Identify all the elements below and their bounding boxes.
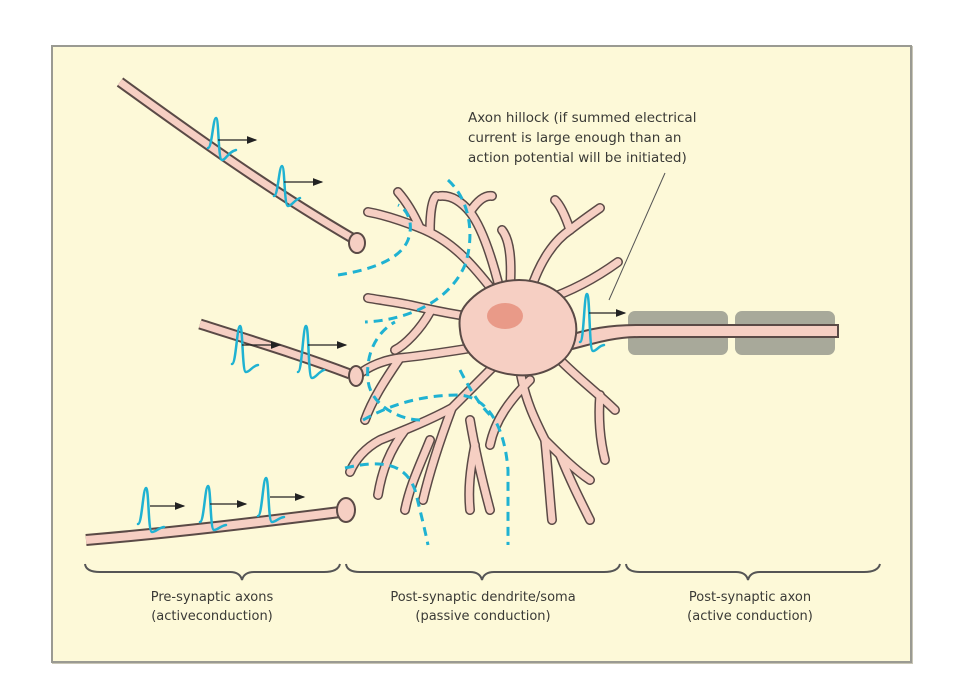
action-potential-spike xyxy=(198,484,228,532)
action-potential-spike xyxy=(230,324,260,374)
action-potentials xyxy=(136,116,606,534)
brace-dendrite-soma xyxy=(345,563,621,581)
axon-terminal xyxy=(348,232,366,254)
nucleus xyxy=(487,303,523,329)
region-subtitle: (activeconduction) xyxy=(151,609,273,624)
region-subtitle: (active conduction) xyxy=(687,609,813,624)
action-potential-spike xyxy=(136,486,166,534)
annotation-leader-line xyxy=(608,172,666,301)
axon-terminal xyxy=(348,365,364,387)
annotation-line: Axon hillock (if summed electrical xyxy=(468,110,696,126)
brace-post-synaptic-axon xyxy=(625,563,881,581)
brace-pre-synaptic xyxy=(84,563,341,581)
conduction-arrows xyxy=(150,136,627,510)
action-potential-spike xyxy=(256,476,286,524)
annotation-line: current is large enough than an xyxy=(468,130,681,146)
region-title: Post-synaptic dendrite/soma xyxy=(390,590,575,605)
region-braces xyxy=(84,563,881,581)
action-potential-spike xyxy=(296,324,326,380)
action-potential-spike xyxy=(272,164,302,208)
pre-synaptic-axons xyxy=(85,77,366,546)
current-spread-contours xyxy=(337,178,510,546)
soma xyxy=(458,279,578,377)
action-potential-spike xyxy=(206,116,238,162)
annotation-line: action potential will be initiated) xyxy=(468,150,687,166)
axon-terminal xyxy=(336,497,356,523)
region-title: Post-synaptic axon xyxy=(689,590,811,605)
region-subtitle: (passive conduction) xyxy=(415,609,550,624)
region-captions: Pre-synaptic axons (activeconduction) Po… xyxy=(151,590,813,624)
action-potential-spike xyxy=(578,292,606,353)
region-title: Pre-synaptic axons xyxy=(151,590,274,605)
axon-hillock-annotation: Axon hillock (if summed electrical curre… xyxy=(468,110,696,166)
